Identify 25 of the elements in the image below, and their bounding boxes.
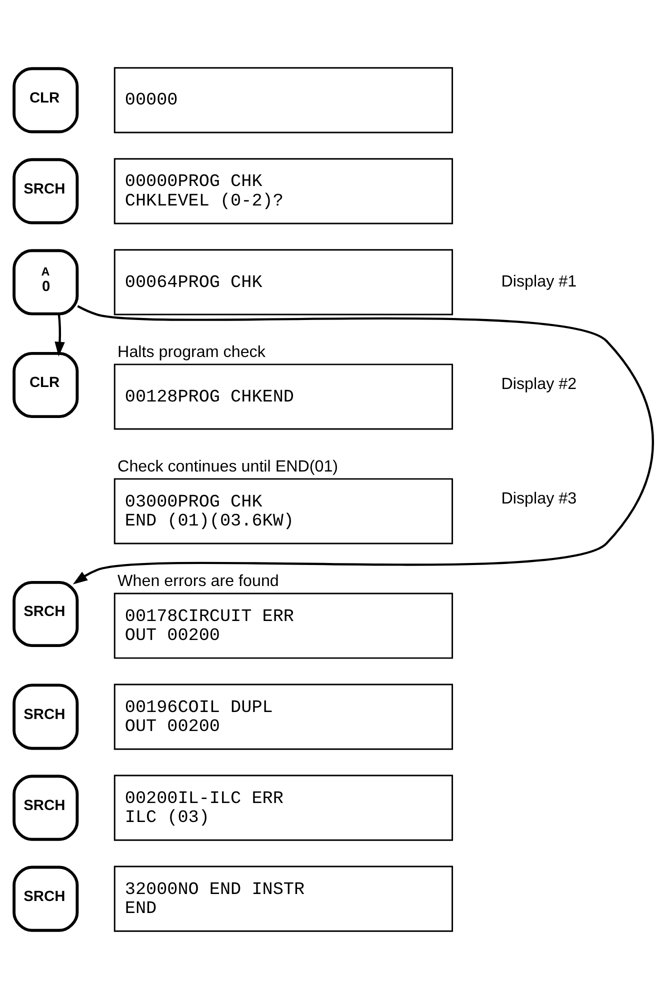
node-box: 00200IL-ILC ERR ILC (03): [114, 774, 454, 840]
node-box: SRCH: [12, 774, 79, 840]
node-box: 03000PROG CHK END (01)(03.6KW): [114, 478, 454, 544]
node-box: 00000PROG CHK CHKLEVEL (0-2)?: [114, 158, 454, 224]
node-label: Display #1: [501, 272, 577, 290]
node-box: 00178CIRCUIT ERR OUT 00200: [114, 592, 454, 658]
node-box: 00196COIL DUPL OUT 00200: [114, 683, 454, 750]
node-box: 00128PROG CHKEND: [114, 363, 454, 430]
node-label: Check continues until END(01): [118, 456, 338, 475]
arrow: [54, 314, 65, 356]
node-label: When errors are found: [118, 571, 279, 590]
node-box: SRCH: [12, 683, 79, 750]
node-box: 00000: [114, 66, 454, 133]
node-box: CLR: [12, 66, 79, 133]
node-box: 00064PROG CHK: [114, 248, 454, 315]
node-label: Display #3: [501, 489, 577, 508]
node-label: Halts program check: [118, 342, 266, 360]
node-box: 32000NO END INSTR END: [114, 865, 454, 932]
arrow: [72, 304, 654, 584]
node-box: A 0: [12, 248, 79, 315]
node-box: CLR: [12, 351, 79, 418]
node-box: SRCH: [12, 865, 79, 932]
node-box: SRCH: [12, 580, 79, 647]
node-box: SRCH: [12, 158, 79, 224]
node-label: Display #2: [501, 374, 577, 393]
